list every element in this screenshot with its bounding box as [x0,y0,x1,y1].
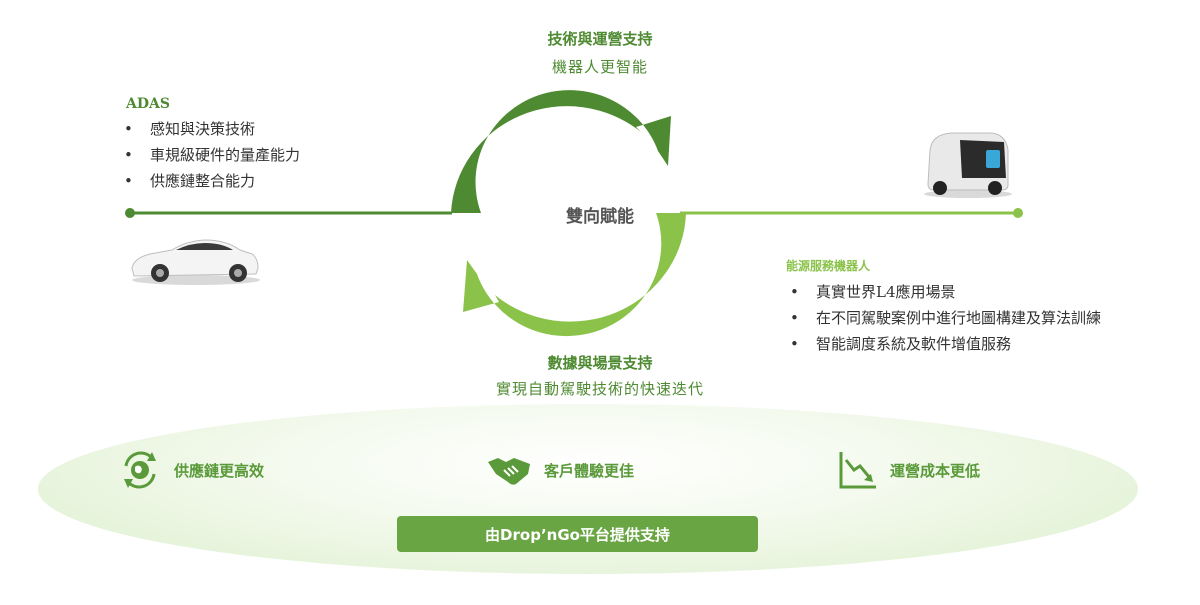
sedan-car-icon [131,239,260,285]
list-item: 智能調度系統及軟件增值服務 [790,331,1101,357]
feature-supply-chain: 供應鏈更高效 [118,448,264,492]
list-item: 真實世界L4應用場景 [790,279,1101,305]
upper-arrow [451,90,671,213]
adas-list: 感知與決策技術 車規級硬件的量產能力 供應鏈整合能力 [124,116,300,194]
top-subtitle: 機器人更智能 [551,58,648,76]
list-item: 供應鏈整合能力 [124,168,300,194]
feature-label: 客戶體驗更佳 [544,461,635,480]
decline-chart-icon [839,452,876,489]
list-item: 感知與決策技術 [124,116,300,142]
bottom-subtitle: 實現自動駕駛技術的快速迭代 [495,380,704,398]
list-item: 在不同駕駛案例中進行地圖構建及算法訓練 [790,305,1101,331]
feature-operating-cost: 運營成本更低 [838,450,980,490]
feature-label: 供應鏈更高效 [174,461,265,480]
list-item: 車規級硬件的量產能力 [124,142,300,168]
handshake-icon [488,458,530,485]
left-line-dot [125,208,135,218]
globe-cycle-icon [124,451,156,489]
platform-banner: 由Drop’nGo平台提供支持 [397,516,758,552]
center-label: 雙向賦能 [566,207,634,227]
right-line-dot [1013,208,1023,218]
robot-list: 真實世界L4應用場景 在不同駕駛案例中進行地圖構建及算法訓練 智能調度系統及軟件… [790,279,1101,357]
feature-label: 運營成本更低 [890,461,981,480]
robot-title: 能源服務機器人 [786,259,871,273]
lower-arrow [463,213,686,337]
feature-customer-experience: 客戶體驗更佳 [486,450,634,490]
bottom-title: 數據與場景支持 [547,354,653,372]
adas-title: ADAS [126,96,170,112]
robot-vehicle-icon [924,132,1012,198]
top-title: 技術與運營支持 [547,30,653,48]
